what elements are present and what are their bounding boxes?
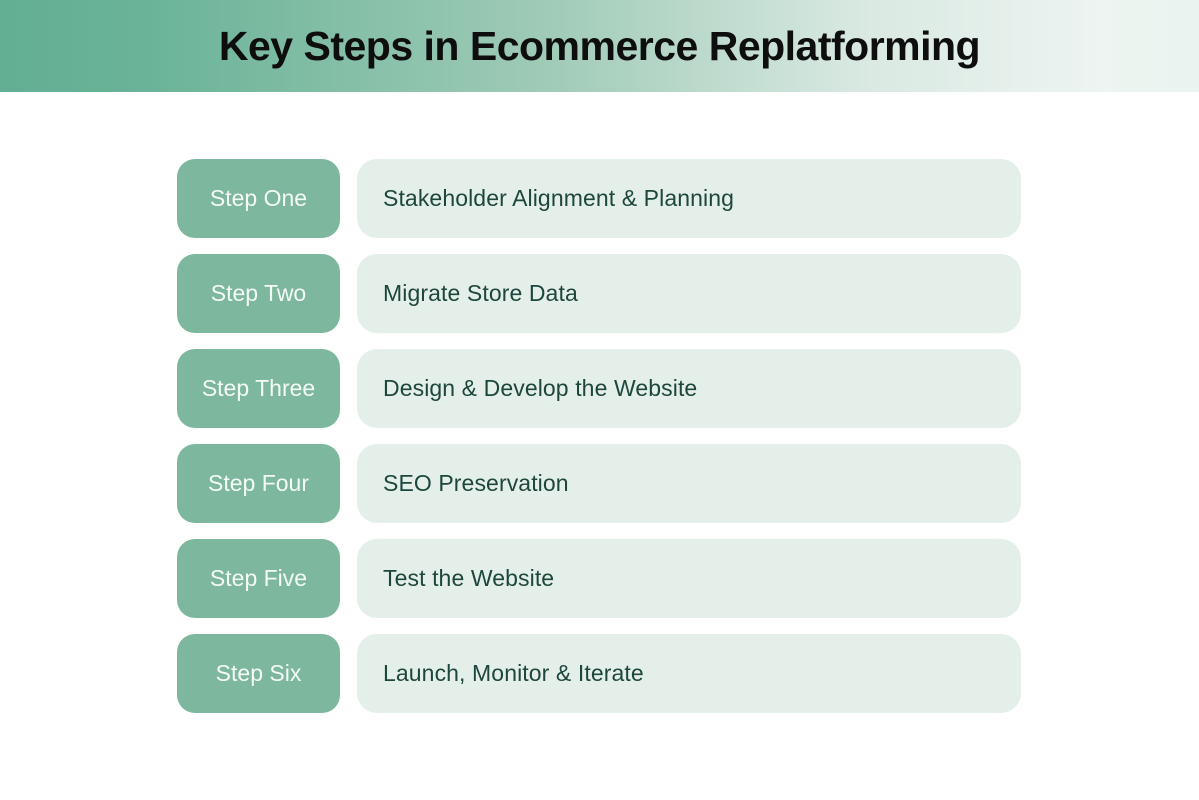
step-badge-5: Step Five <box>177 539 340 618</box>
page-title: Key Steps in Ecommerce Replatforming <box>218 22 981 69</box>
step-badge-4: Step Four <box>177 444 340 523</box>
step-row-1: Step One Stakeholder Alignment & Plannin… <box>177 159 1021 238</box>
step-badge-1: Step One <box>177 159 340 238</box>
steps-list: Step One Stakeholder Alignment & Plannin… <box>177 159 1021 713</box>
step-row-5: Step Five Test the Website <box>177 539 1021 618</box>
step-badge-3: Step Three <box>177 349 340 428</box>
step-row-4: Step Four SEO Preservation <box>177 444 1021 523</box>
step-description-6: Launch, Monitor & Iterate <box>357 634 1021 713</box>
header-banner: Key Steps in Ecommerce Replatforming <box>0 0 1199 92</box>
step-row-2: Step Two Migrate Store Data <box>177 254 1021 333</box>
step-row-3: Step Three Design & Develop the Website <box>177 349 1021 428</box>
step-description-3: Design & Develop the Website <box>357 349 1021 428</box>
step-description-5: Test the Website <box>357 539 1021 618</box>
step-description-1: Stakeholder Alignment & Planning <box>357 159 1021 238</box>
step-description-4: SEO Preservation <box>357 444 1021 523</box>
step-badge-6: Step Six <box>177 634 340 713</box>
step-row-6: Step Six Launch, Monitor & Iterate <box>177 634 1021 713</box>
step-description-2: Migrate Store Data <box>357 254 1021 333</box>
step-badge-2: Step Two <box>177 254 340 333</box>
